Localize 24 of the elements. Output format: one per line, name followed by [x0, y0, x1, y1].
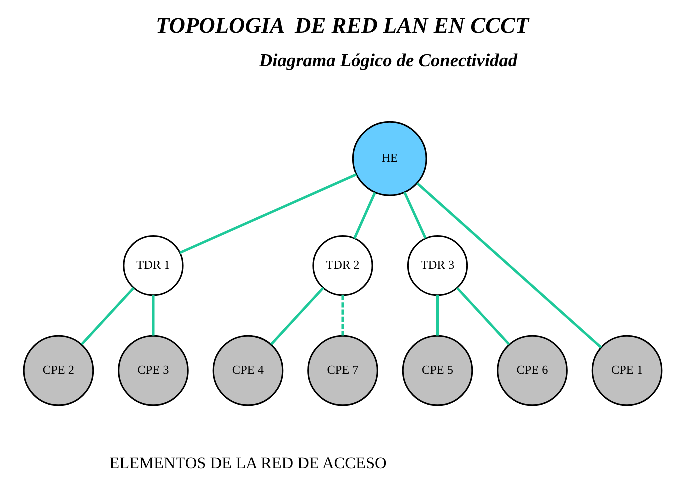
- node-circle: TDR 1: [122, 236, 184, 296]
- node-circle: TDR 3: [406, 236, 468, 296]
- node-circle: CPE 2: [22, 335, 94, 406]
- connector: [80, 287, 134, 346]
- node-circle: TDR 2: [312, 236, 373, 296]
- diagram-title: TOPOLOGIA DE RED LAN EN CCCT: [156, 13, 529, 38]
- label: Diagrama Lógico de Conectividad: [258, 50, 518, 71]
- connector: [456, 287, 510, 346]
- node-circle: CPE 3: [118, 335, 188, 406]
- node-circle: CPE 7: [307, 335, 378, 406]
- caption: ELEMENTOS DE LA RED DE ACCESO: [109, 453, 386, 472]
- connector: [436, 296, 439, 336]
- connector: [403, 192, 426, 240]
- node-circle: CPE 5: [402, 335, 473, 406]
- node-circle: CPE 1: [591, 335, 662, 406]
- connector: [341, 296, 344, 336]
- connector: [416, 182, 602, 348]
- node-circle: HE: [352, 121, 427, 196]
- connector: [152, 296, 154, 336]
- node-circle: CPE 4: [212, 335, 284, 406]
- connector: [353, 192, 376, 240]
- connector: [270, 287, 324, 346]
- node-circle: CPE 6: [496, 335, 568, 406]
- connector: [179, 174, 357, 254]
